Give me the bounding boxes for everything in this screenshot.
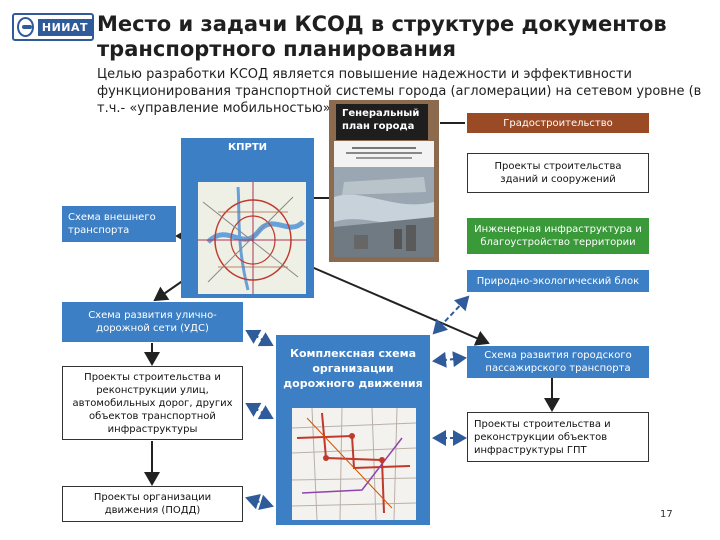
urban-planning-box: Градостроительство [467,113,649,133]
page-number: 17 [660,509,673,520]
street-construction-projects-box: Проекты строительства и реконструкции ул… [62,366,243,440]
arrow-kprti-transport [299,261,490,346]
dashed-arrow-podd [245,494,274,510]
kodd-label: Комплексная схема организации дорожного … [283,347,423,390]
logo-text: НИИАТ [37,18,92,36]
kprti-map-image [198,182,306,294]
uds-development-scheme-box: Схема развития улично-дорожной сети (УДС… [62,302,243,342]
page-subtitle: Целью разработки КСОД является повышение… [97,67,702,116]
dashed-arrow-uds [245,329,274,347]
engineering-infrastructure-box: Инженерная инфраструктура и благоустройс… [467,218,649,254]
logo: НИИАТ [12,13,94,41]
dashed-arrow-ecology [432,295,470,335]
external-transport-scheme-box: Схема внешнего транспорта [62,206,176,242]
kodd-map-image [291,407,417,521]
gpt-infrastructure-projects-box: Проекты строительства и реконструкции об… [467,412,649,462]
general-plan-cover-image [334,141,434,257]
page-title: Место и задачи КСОД в структуре документ… [97,12,667,61]
public-transport-scheme-box: Схема развития городского пассажирского … [467,346,649,378]
ecology-block-box: Природно-экологический блок [467,270,649,292]
general-plan-label: Генеральный план города [336,104,428,140]
dashed-arrow-transport [432,351,467,368]
podd-projects-box: Проекты организации движения (ПОДД) [62,486,243,522]
kprti-label: КПРТИ [227,142,268,153]
building-projects-box: Проекты строительства зданий и сооружени… [467,153,649,193]
logo-emblem-icon [17,17,34,37]
dashed-arrow-street [245,402,274,420]
